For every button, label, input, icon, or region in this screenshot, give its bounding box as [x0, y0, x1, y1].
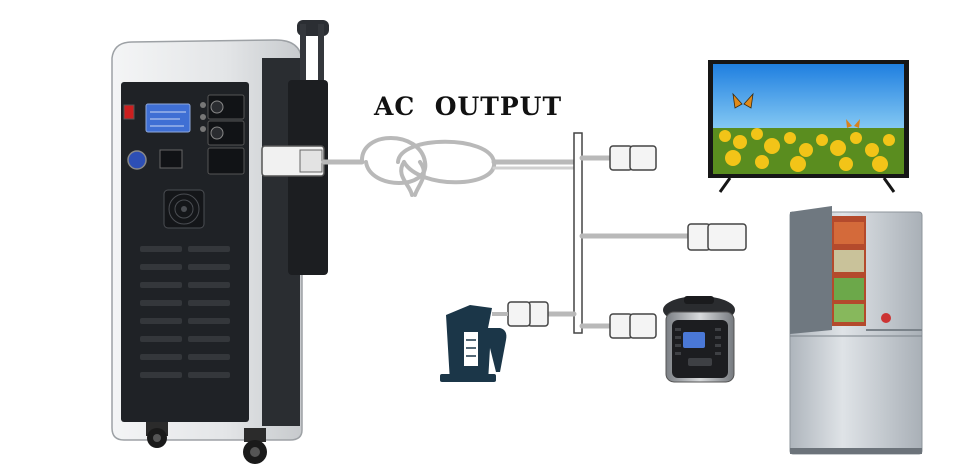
- ac-cable: [261, 136, 579, 197]
- distribution-bar: [573, 132, 583, 334]
- branch-plugs: [507, 145, 747, 339]
- pressure-cooker: [663, 296, 735, 383]
- television: [708, 60, 909, 193]
- power-station: [111, 20, 329, 464]
- branch-cables: [543, 155, 691, 329]
- electric-kettle: [440, 305, 507, 382]
- lcd-screen: [145, 103, 191, 133]
- refrigerator: [789, 206, 923, 455]
- ac-output-title: AC OUTPUT: [374, 92, 563, 121]
